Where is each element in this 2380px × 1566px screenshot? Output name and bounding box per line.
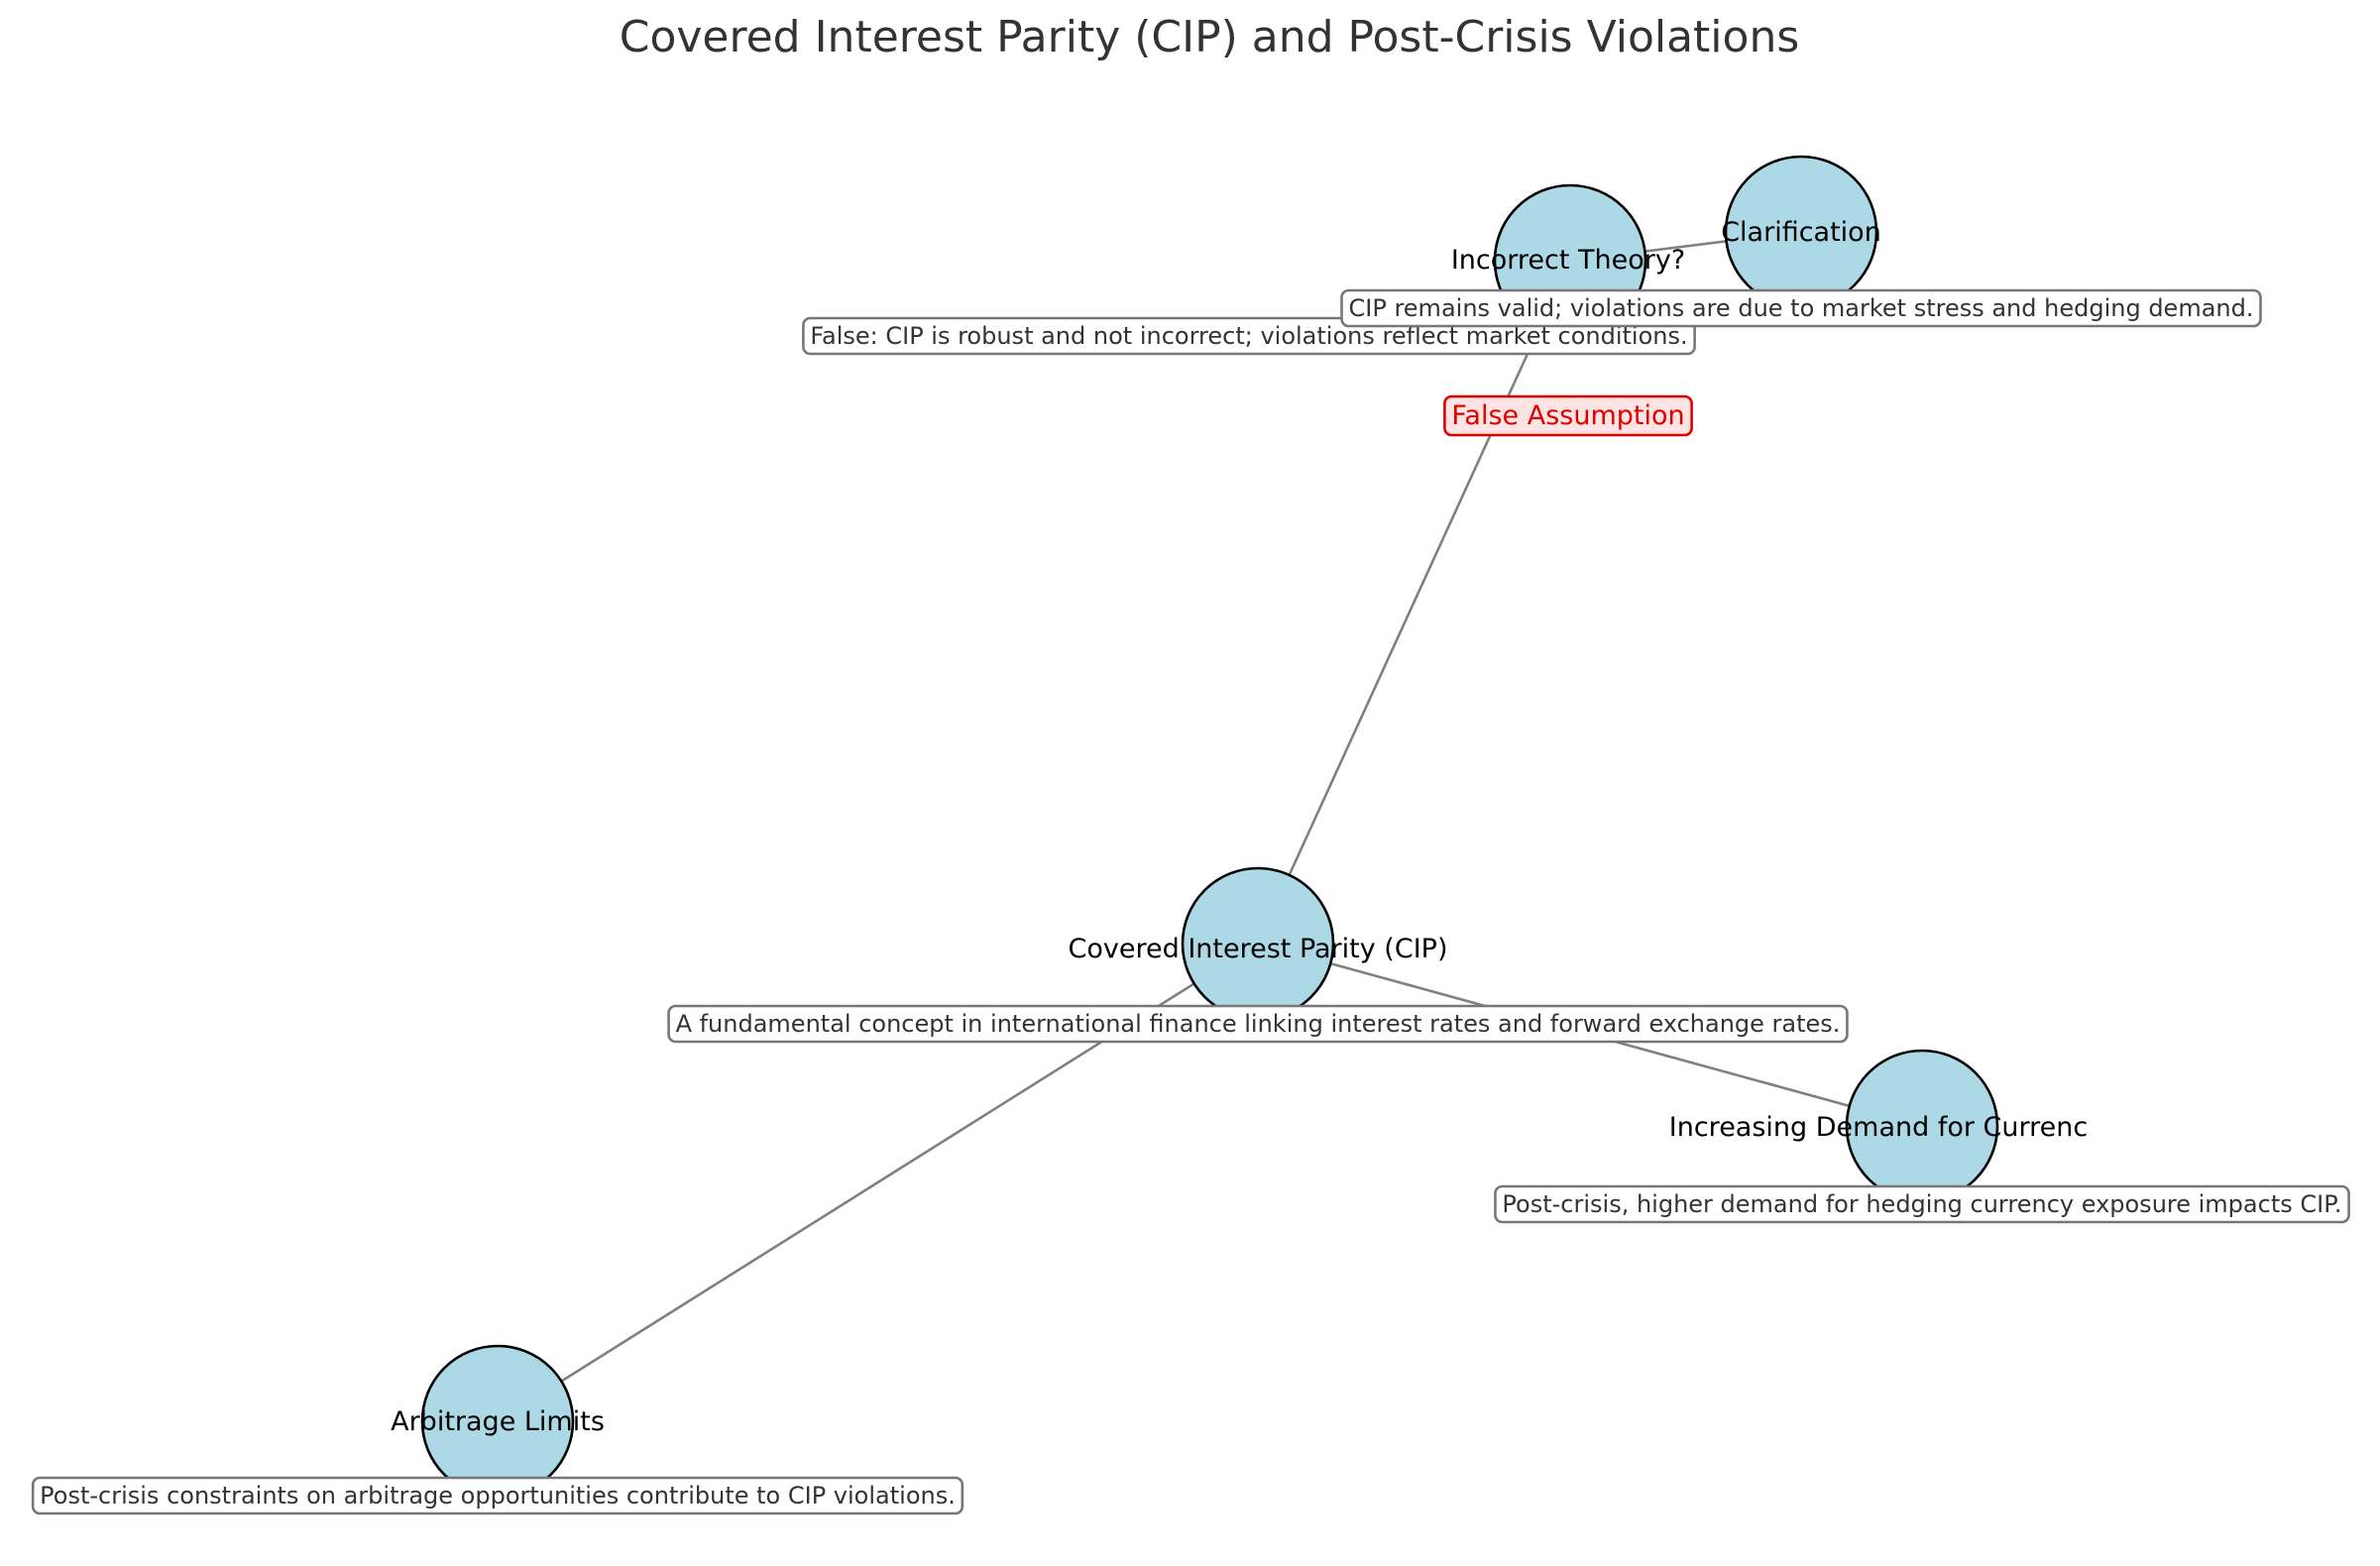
edge-cip-incorrect [1256, 260, 1572, 945]
nodes [420, 155, 1999, 1499]
description-demand: Post-crisis, higher demand for hedging c… [1494, 1184, 2350, 1224]
description-cip: A fundamental concept in international f… [667, 1004, 1849, 1044]
edge-label-text-false-assumption: False Assumption [1451, 400, 1684, 431]
descriptions: False: CIP is robust and not incorrect; … [31, 288, 2350, 1515]
node-label-incorrect: Incorrect Theory? [1451, 245, 1685, 276]
description-clarification: CIP remains valid; violations are due to… [1340, 288, 2262, 328]
node-label-arbitrage: Arbitrage Limits [391, 1406, 605, 1437]
description-text-cip: A fundamental concept in international f… [676, 1010, 1841, 1038]
description-text-clarification: CIP remains valid; violations are due to… [1349, 294, 2254, 322]
diagram-title: Covered Interest Parity (CIP) and Post-C… [620, 12, 1800, 62]
edges [497, 230, 1923, 1423]
description-text-arbitrage: Post-crisis constraints on arbitrage opp… [40, 1482, 956, 1510]
node-labels: Covered Interest Parity (CIP) Incorrect … [391, 217, 2088, 1437]
edge-label-false-assumption: False Assumption [1443, 394, 1693, 437]
node-label-cip: Covered Interest Parity (CIP) [1069, 934, 1448, 964]
node-label-clarification: Clarification [1721, 217, 1881, 248]
description-text-demand: Post-crisis, higher demand for hedging c… [1502, 1190, 2341, 1218]
node-label-demand: Increasing Demand for Currenc [1669, 1112, 2088, 1143]
description-arbitrage: Post-crisis constraints on arbitrage opp… [31, 1476, 964, 1515]
